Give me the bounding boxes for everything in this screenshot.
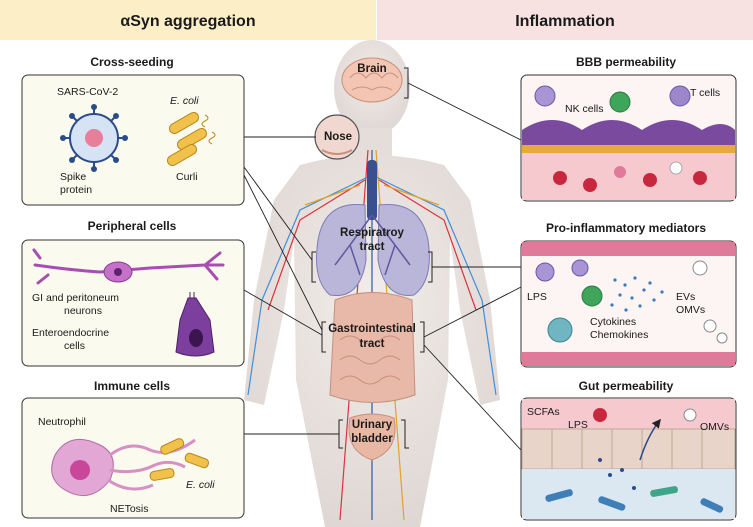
label-entero-2: cells xyxy=(64,340,85,352)
panel-title-peripheral: Peripheral cells xyxy=(88,219,177,233)
bbb-illustration xyxy=(522,85,735,200)
organ-label-gi-1: Gastrointestinal xyxy=(328,323,416,335)
label-omvs-mediators: OMVs xyxy=(676,304,705,316)
virus-icon xyxy=(60,104,128,172)
panel-title-gut: Gut permeability xyxy=(579,379,674,393)
label-scfas: SCFAs xyxy=(527,406,560,418)
label-spike-1: Spike xyxy=(60,171,86,183)
connector-brain-bbb xyxy=(407,82,522,141)
label-entero-1: Enteroendocrine xyxy=(32,327,109,339)
organ-label-nose: Nose xyxy=(324,131,352,143)
label-lps-gut: LPS xyxy=(568,419,588,431)
label-ecoli-immune: E. coli xyxy=(186,479,215,491)
neutrophil-netosis-icon xyxy=(51,438,210,497)
left-header-bg xyxy=(0,0,376,40)
bladder-organ: Urinary bladder xyxy=(348,413,396,461)
enteroendocrine-cell-icon xyxy=(175,292,215,357)
gut-illustration xyxy=(521,399,736,519)
connector-gi-crossseeding xyxy=(243,174,323,331)
left-header-title: αSyn aggregation xyxy=(120,13,255,30)
organ-label-respiratory-1: Respiratroy xyxy=(340,227,405,239)
connector-lines xyxy=(242,82,522,451)
organ-label-bladder-2: bladder xyxy=(351,433,393,445)
panel-title-bbb: BBB permeability xyxy=(576,55,676,69)
ecoli-bacteria-icon xyxy=(166,112,216,166)
lungs-organ: Respiratroy tract xyxy=(316,203,430,297)
label-gi-neurons-2: neurons xyxy=(64,305,102,317)
label-spike-2: protein xyxy=(60,184,92,196)
label-sars-cov-2: SARS-CoV-2 xyxy=(57,86,118,98)
label-lps-mediators: LPS xyxy=(527,291,547,303)
panel-title-mediators: Pro-inflammatory mediators xyxy=(546,221,706,235)
label-ecoli-crossseeding: E. coli xyxy=(170,95,199,107)
right-header-title: Inflammation xyxy=(515,13,615,30)
label-curli: Curli xyxy=(176,171,198,183)
organ-label-brain: Brain xyxy=(357,63,386,75)
neuron-icon xyxy=(32,248,225,285)
label-cytokines: Cytokines xyxy=(590,316,636,328)
nose-organ: Nose xyxy=(314,114,360,160)
label-neutrophil: Neutrophil xyxy=(38,416,86,428)
organ-label-gi-2: tract xyxy=(360,338,385,350)
label-netosis: NETosis xyxy=(110,503,149,515)
panel-title-immune: Immune cells xyxy=(94,379,170,393)
panel-title-cross-seeding: Cross-seeding xyxy=(90,55,173,69)
right-header-bg xyxy=(377,0,753,40)
label-omvs-gut: OMVs xyxy=(700,421,729,433)
label-chemokines: Chemokines xyxy=(590,329,648,341)
brain-organ: Brain xyxy=(341,57,403,103)
connector-resp-crossseeding xyxy=(243,166,313,261)
label-evs: EVs xyxy=(676,291,695,303)
connector-gi-mediators xyxy=(423,286,522,338)
panel-cross-seeding xyxy=(21,74,245,206)
label-t-cells: T cells xyxy=(690,87,720,99)
mediators-illustration xyxy=(522,242,735,366)
organ-label-bladder-1: Urinary xyxy=(352,419,393,431)
organ-label-respiratory-2: tract xyxy=(360,241,385,253)
connector-gi-peripheral xyxy=(243,289,323,336)
label-nk-cells: NK cells xyxy=(565,103,604,115)
label-gi-neurons-1: GI and peritoneum xyxy=(32,292,119,304)
trachea xyxy=(367,160,377,220)
gi-tract-organ: Gastrointestinal tract xyxy=(328,292,416,403)
connector-gi-gut xyxy=(423,344,522,451)
